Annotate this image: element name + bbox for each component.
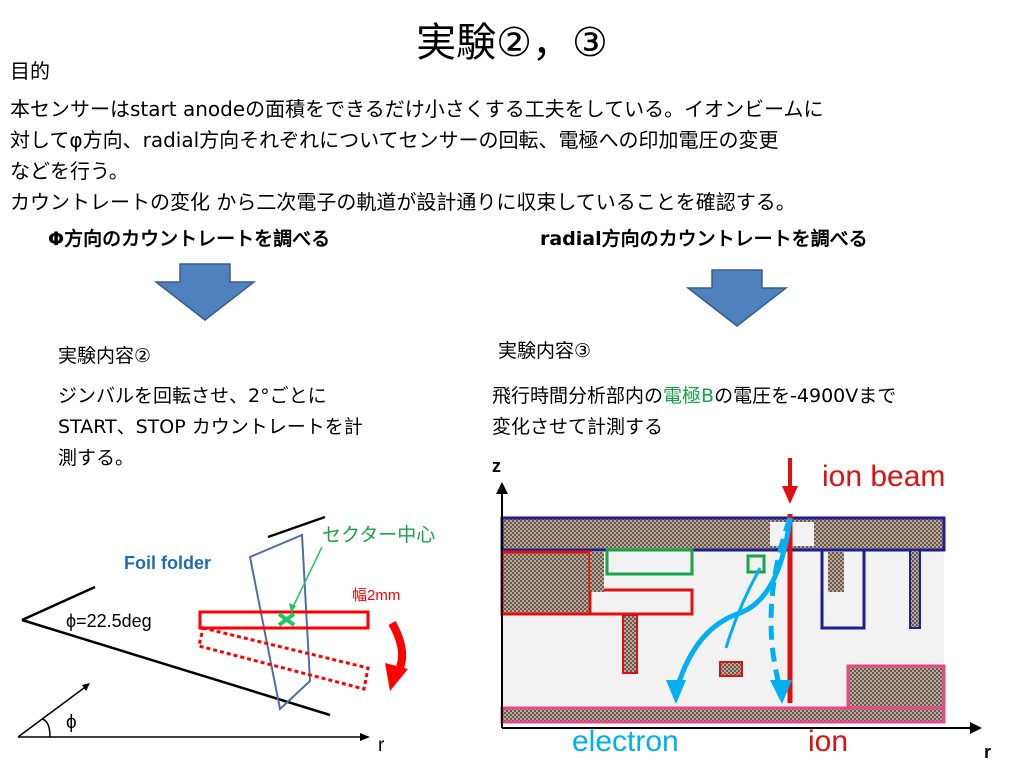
purpose-heading: 目的	[10, 59, 50, 83]
page-title: 実験②，③	[416, 20, 608, 66]
down-arrow-icon	[685, 269, 789, 327]
left-desc-line-1: ジンバルを回転させ、2°ごとに	[58, 385, 327, 407]
r-axis-label: r	[984, 742, 991, 762]
foil-folder-label: Foil folder	[124, 553, 211, 573]
ion-beam-label: ion beam	[822, 460, 945, 493]
gimbal-diagram: ϕ r ϕ=22.5deg Foil folder セクター中心 幅2mm	[17, 515, 435, 756]
right-exp-title: 実験内容③	[498, 340, 592, 362]
ion-label: ion	[808, 725, 848, 758]
left-desc-line-2: START、STOP カウントレートを計	[58, 416, 363, 438]
purpose-line-2: 対してφ方向、radial方向それぞれについてセンサーの回転、電極への印加電圧の…	[10, 128, 779, 152]
purpose-line-3: などを行う。	[10, 159, 129, 183]
purpose-line-1: 本センサーはstart anodeの面積をできるだけ小さくする工夫をしている。イ…	[10, 97, 824, 121]
right-desc-line-1: 飛行時間分析部内の電極Bの電圧を-4900Vまで	[492, 381, 896, 412]
left-desc-line-3: 測する。	[58, 447, 135, 469]
sector-center-label: セクター中心	[322, 524, 435, 546]
r-axis-label: r	[378, 735, 385, 756]
left-exp-title: 実験内容②	[58, 345, 152, 367]
right-heading: radial方向のカウントレートを調べる	[540, 228, 868, 250]
down-arrow-icon	[153, 263, 257, 321]
electrode-b-label: 電極B	[663, 385, 715, 407]
electron-label: electron	[572, 725, 679, 758]
desc-text: の電圧を-4900Vまで	[714, 385, 897, 407]
z-axis-label: z	[492, 456, 501, 476]
desc-text: 飛行時間分析部内の	[492, 385, 664, 407]
purpose-line-4: カウントレートの変化 から二次電子の軌道が設計通りに収束していることを確認する。	[10, 190, 796, 214]
phi-angle-label: ϕ=22.5deg	[66, 611, 152, 631]
phi-symbol: ϕ	[66, 712, 77, 733]
tof-diagram: z r ion beam electron ion	[492, 456, 991, 762]
width-label: 幅2mm	[352, 587, 400, 604]
left-heading: Φ方向のカウントレートを調べる	[48, 228, 331, 250]
right-desc-line-2: 変化させて計測する	[492, 416, 664, 438]
